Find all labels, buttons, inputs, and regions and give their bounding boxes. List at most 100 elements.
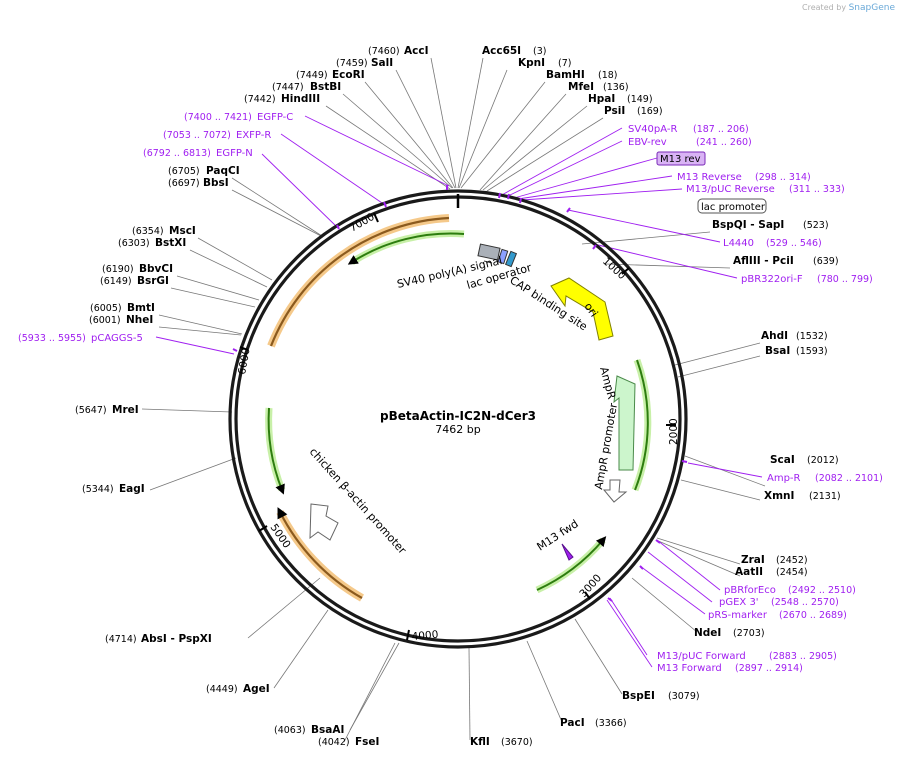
primer-name: pRS-marker bbox=[708, 610, 768, 621]
enzyme-pos: (7) bbox=[558, 58, 571, 69]
enzyme-pos: (6697) bbox=[168, 178, 200, 189]
primer-range: (2883 .. 2905) bbox=[769, 651, 837, 662]
enzyme-labels: (7460) AccI Acc65I (3) (7459) SalI KpnI … bbox=[75, 45, 841, 748]
lac-operator-block bbox=[497, 248, 509, 265]
enzyme-pos: (6001) bbox=[89, 315, 121, 326]
cap-binding-label: CAP binding site bbox=[507, 274, 590, 334]
primer-range: (187 .. 206) bbox=[693, 124, 749, 135]
enzyme-pos: (7447) bbox=[272, 82, 304, 93]
ampr-feature bbox=[613, 375, 636, 471]
enzyme-pos: (3670) bbox=[501, 737, 533, 748]
enzyme-name: BspEI bbox=[622, 690, 655, 702]
enzyme-name: SalI bbox=[371, 57, 393, 69]
enzyme-pos: (7442) bbox=[244, 94, 276, 105]
enzyme-pos: (3079) bbox=[668, 691, 700, 702]
primer-name: EBV-rev bbox=[628, 137, 667, 148]
enzyme-name: AhdI bbox=[761, 330, 788, 342]
primer-range: (7400 .. 7421) bbox=[184, 112, 252, 123]
primer-range: (311 .. 333) bbox=[789, 184, 845, 195]
primer-name: M13 Reverse bbox=[677, 172, 742, 183]
enzyme-pos: (149) bbox=[627, 94, 653, 105]
enzyme-name: ZraI bbox=[741, 554, 765, 566]
enzyme-name: NdeI bbox=[694, 627, 721, 639]
snapgene-logo: SnapGene bbox=[848, 3, 895, 13]
enzyme-pos: (7460) bbox=[368, 46, 400, 57]
cap-block bbox=[504, 250, 518, 268]
primer-name: EGFP-C bbox=[257, 112, 293, 123]
enzyme-name: MfeI bbox=[568, 81, 594, 93]
primer-name: pGEX 3' bbox=[719, 597, 759, 608]
beta-actin-promoter-label: chicken β-actin promoter bbox=[307, 445, 409, 557]
enzyme-pos: (2131) bbox=[809, 491, 841, 502]
m13-fwd-feature bbox=[561, 543, 574, 561]
enzyme-name: MreI bbox=[112, 404, 139, 416]
lac-promoter-label: lac promoter bbox=[701, 202, 766, 213]
enzyme-pos: (7449) bbox=[296, 70, 328, 81]
enzyme-pos: (1593) bbox=[796, 346, 828, 357]
coordinate-tick-marks bbox=[239, 212, 676, 641]
enzyme-pos: (2454) bbox=[776, 567, 808, 578]
primer-range: (5933 .. 5955) bbox=[18, 333, 86, 344]
primer-range: (2492 .. 2510) bbox=[788, 585, 856, 596]
tick-7000: 7000 bbox=[348, 211, 377, 235]
enzyme-name: XmnI bbox=[764, 490, 794, 502]
m13-rev-box bbox=[656, 151, 706, 166]
enzyme-name: BsaAI bbox=[311, 724, 344, 736]
features bbox=[265, 214, 652, 602]
sv40-block bbox=[477, 243, 501, 261]
enzyme-name: AflIII - PciI bbox=[733, 255, 794, 267]
primer-range: (2082 .. 2101) bbox=[815, 473, 883, 484]
tick-4000: 4000 bbox=[411, 629, 439, 643]
enzyme-pos: (6190) bbox=[102, 264, 134, 275]
enzyme-name: PaqCI bbox=[206, 165, 240, 177]
enzyme-name: FseI bbox=[355, 736, 379, 748]
enzyme-pos: (6149) bbox=[100, 276, 132, 287]
enzyme-pos: (18) bbox=[598, 70, 618, 81]
primer-name: pBR322ori-F bbox=[741, 274, 803, 285]
primer-range: (2897 .. 2914) bbox=[735, 663, 803, 674]
enzyme-pos: (6354) bbox=[132, 226, 164, 237]
primer-name: SV40pA-R bbox=[628, 124, 677, 135]
enzyme-pos: (523) bbox=[803, 220, 829, 231]
ampr-promoter-label: AmpR promoter bbox=[592, 402, 620, 491]
enzyme-name: BbvCI bbox=[139, 263, 173, 275]
enzyme-name: EagI bbox=[119, 483, 145, 495]
enzyme-name: Acc65I bbox=[482, 45, 521, 57]
primer-name: M13/pUC Reverse bbox=[686, 184, 775, 195]
enzyme-name: BstBI bbox=[310, 81, 341, 93]
primer-marks bbox=[232, 185, 688, 602]
plasmid-name: pBetaActin-IC2N-dCer3 bbox=[380, 409, 536, 423]
enzyme-name: ScaI bbox=[770, 454, 795, 466]
enzyme-pos: (639) bbox=[813, 256, 839, 267]
enzyme-pos: (4449) bbox=[206, 684, 238, 695]
enzyme-pos: (169) bbox=[637, 106, 663, 117]
enzyme-name: AgeI bbox=[243, 683, 270, 695]
enzyme-name: BamHI bbox=[546, 69, 585, 81]
enzyme-name: PsiI bbox=[604, 105, 625, 117]
primer-name: M13 Forward bbox=[657, 663, 722, 674]
beta-actin-promoter-feature bbox=[309, 503, 339, 541]
watermark-prefix: Created by bbox=[802, 3, 847, 12]
enzyme-name: KpnI bbox=[518, 57, 545, 69]
primer-name: M13/pUC Forward bbox=[657, 651, 746, 662]
enzyme-name: AccI bbox=[404, 45, 428, 57]
enzyme-name: BmtI bbox=[127, 302, 155, 314]
primer-name: EXFP-R bbox=[236, 130, 271, 141]
enzyme-name: HindIII bbox=[281, 93, 320, 105]
enzyme-pos: (6303) bbox=[118, 238, 150, 249]
tick-1000: 1000 bbox=[600, 255, 628, 282]
enzyme-name: HpaI bbox=[588, 93, 615, 105]
primer-range: (529 .. 546) bbox=[766, 238, 822, 249]
lac-promoter-box bbox=[697, 198, 767, 214]
enzyme-pos: (7459) bbox=[336, 58, 368, 69]
tick-2000: 2000 bbox=[668, 418, 680, 445]
enzyme-name: AbsI - PspXI bbox=[141, 633, 212, 645]
primer-range: (2670 .. 2689) bbox=[779, 610, 847, 621]
primer-name: pCAGGS-5 bbox=[91, 333, 143, 344]
enzyme-name: EcoRI bbox=[332, 69, 365, 81]
primer-range: (2548 .. 2570) bbox=[771, 597, 839, 608]
primer-range: (780 .. 799) bbox=[817, 274, 873, 285]
tick-6000: 6000 bbox=[236, 347, 252, 375]
enzyme-name: NheI bbox=[126, 314, 153, 326]
